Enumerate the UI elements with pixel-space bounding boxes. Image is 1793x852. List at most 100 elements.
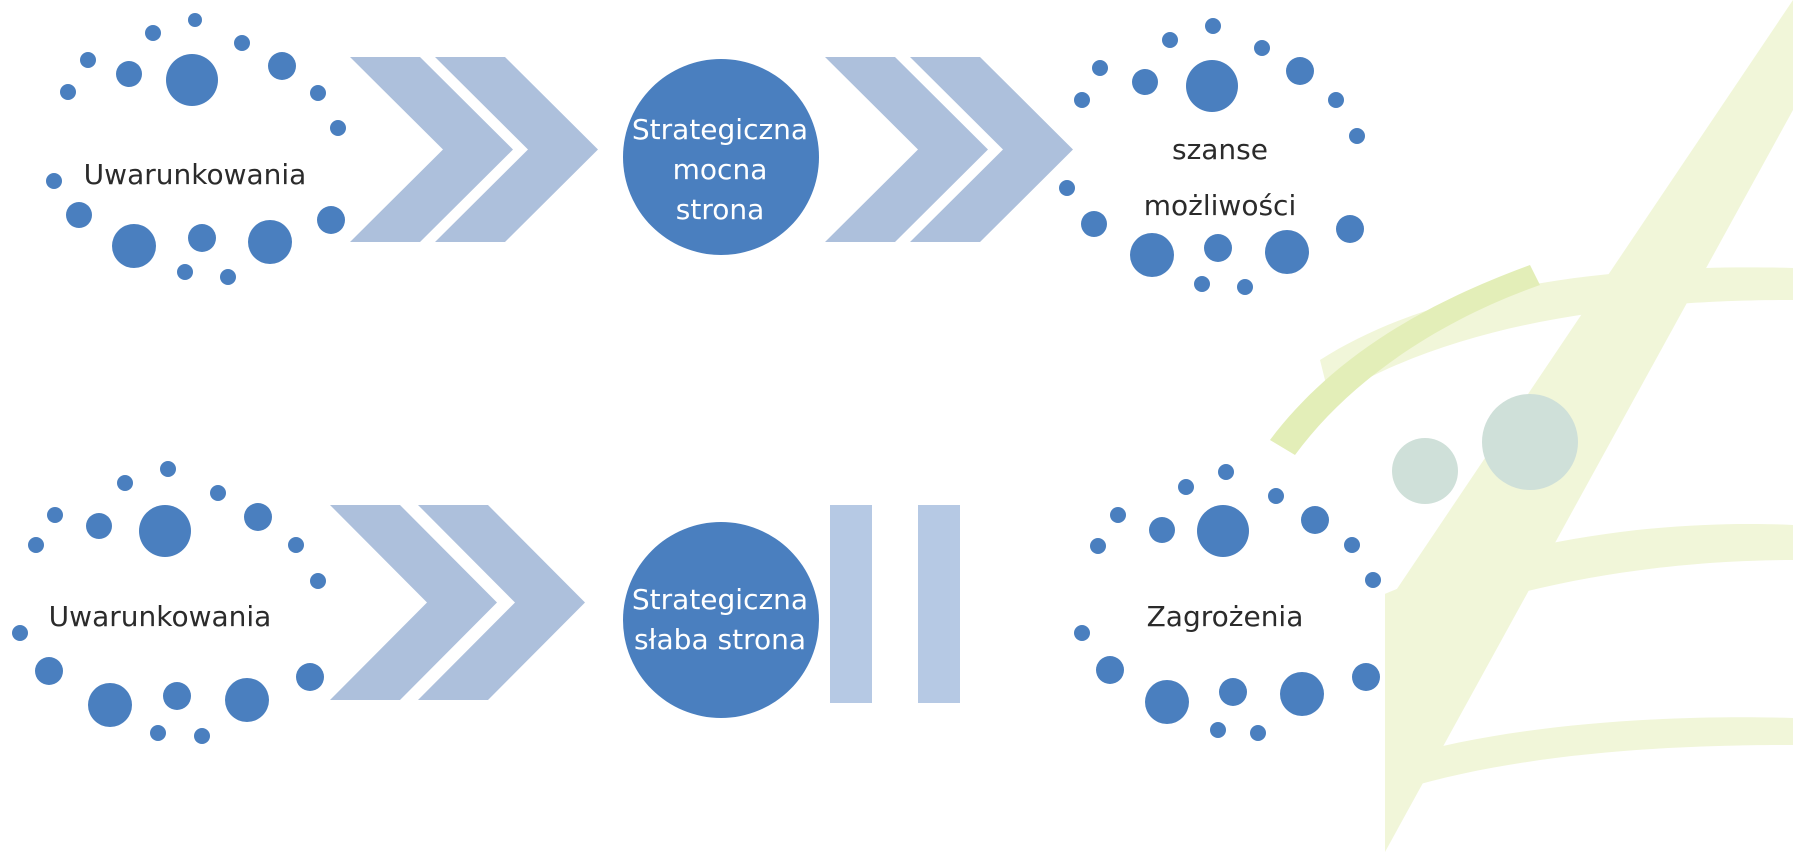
row2-center-line2: słaba strona [633, 623, 807, 656]
row1-center-text: Strategiczna mocna strona [595, 110, 845, 230]
row2-left-dot-7 [28, 537, 44, 553]
row2-right-dot-13 [1145, 680, 1189, 724]
bg-green-arc-mid [1330, 523, 1793, 660]
row2-left-dot-14 [163, 682, 191, 710]
row1-left-dot-16 [177, 264, 193, 280]
row1-left-dot-6 [268, 52, 296, 80]
row1-right-dot-7 [1074, 92, 1090, 108]
row2-right-dot-12 [1352, 663, 1380, 691]
row1-right-dot-2 [1254, 40, 1270, 56]
row1-right-dot-10 [1059, 180, 1075, 196]
row1-left-chevron-2 [435, 57, 598, 242]
row1-right-line2: możliwości [1143, 189, 1297, 222]
row1-right-dot-14 [1204, 234, 1232, 262]
row1-right-dot-16 [1194, 276, 1210, 292]
row1-right-dot-1 [1162, 32, 1178, 48]
row1-right-dot-0 [1205, 18, 1221, 34]
row1-right-dot-5 [1132, 69, 1158, 95]
row2-left-dot-3 [47, 507, 63, 523]
row1-left-chevron-1 [350, 57, 513, 242]
row2-right-dot-11 [1096, 656, 1124, 684]
row1-center-line2: mocna [672, 153, 768, 186]
row2-center-text: Strategiczna słaba strona [595, 580, 845, 660]
row1-left-dot-0 [188, 13, 202, 27]
row1-left-dot-15 [248, 220, 292, 264]
row2-right-dot-1 [1178, 479, 1194, 495]
row2-left-label: Uwarunkowania [48, 600, 272, 633]
row2-left-dot-13 [88, 683, 132, 727]
row2-center-line1: Strategiczna [631, 583, 809, 616]
row1-left-dot-14 [188, 224, 216, 252]
row1-center-line1: Strategiczna [631, 113, 809, 146]
row1-right-dot-15 [1265, 230, 1309, 274]
row2-left-dot-15 [225, 678, 269, 722]
row1-right-chevron-1 [825, 57, 988, 242]
row1-left-dot-5 [116, 61, 142, 87]
row2-right-dot-0 [1218, 464, 1234, 480]
row2-left-chevron-2 [418, 505, 585, 700]
bg-green-arc-accent [1270, 265, 1540, 455]
row2-right-dot-9 [1365, 572, 1381, 588]
row1-left-dot-10 [46, 173, 62, 189]
row1-right-line1: szanse [1171, 133, 1268, 166]
row2-right-dot-17 [1250, 725, 1266, 741]
row1-right-dot-12 [1336, 215, 1364, 243]
row2-left-dot-12 [296, 663, 324, 691]
row1-left-dot-1 [145, 25, 161, 41]
row2-right-bar-1 [830, 505, 872, 703]
row2-right-dot-15 [1280, 672, 1324, 716]
row2-right-dot-3 [1110, 507, 1126, 523]
row1-right-dot-9 [1349, 128, 1365, 144]
row1-left-dot-11 [66, 202, 92, 228]
row2-left-dot-4 [139, 505, 191, 557]
background-decoration [1040, 0, 1793, 852]
row2-left-dot-16 [150, 725, 166, 741]
row1-right-text: szanse możliwości [1120, 130, 1320, 226]
row1-left-dot-3 [80, 52, 96, 68]
row2-right-bar-2 [918, 505, 960, 703]
row2-right-label: Zagrożenia [1146, 600, 1304, 633]
connectors [330, 57, 1073, 703]
center-circles [623, 59, 819, 718]
row2-right-dot-14 [1219, 678, 1247, 706]
row1-right-dot-13 [1130, 233, 1174, 277]
row2-left-dot-2 [210, 485, 226, 501]
row2-right-dot-10 [1074, 625, 1090, 641]
bg-circle-large [1482, 394, 1578, 490]
row2-left-dot-10 [12, 625, 28, 641]
row1-left-label: Uwarunkowania [83, 158, 307, 191]
row1-left-dot-9 [330, 120, 346, 136]
row1-center-circle [623, 59, 819, 255]
dot-clusters [12, 13, 1381, 744]
row1-right-chevron-2 [910, 57, 1073, 242]
row1-left-dot-2 [234, 35, 250, 51]
row1-left-dot-13 [112, 224, 156, 268]
row2-center-circle [623, 522, 819, 718]
row2-right-dot-16 [1210, 722, 1226, 738]
row1-left-dot-4 [166, 54, 218, 106]
row2-right-dot-7 [1090, 538, 1106, 554]
row2-right-dot-4 [1197, 505, 1249, 557]
bg-mask-top [1040, 0, 1368, 305]
row1-left-dot-12 [317, 206, 345, 234]
row1-right-dot-3 [1092, 60, 1108, 76]
row1-left-dot-17 [220, 269, 236, 285]
bg-circle-small [1392, 438, 1458, 504]
row2-left-dot-1 [117, 475, 133, 491]
row2-left-dot-17 [194, 728, 210, 744]
bg-green-arc-top [1320, 267, 1793, 400]
row2-right-dot-8 [1344, 537, 1360, 553]
row2-right-dot-6 [1301, 506, 1329, 534]
row2-left-dot-8 [288, 537, 304, 553]
row2-left-dot-5 [86, 513, 112, 539]
row2-right-dot-5 [1149, 517, 1175, 543]
row2-left-chevron-1 [330, 505, 497, 700]
row1-right-dot-6 [1286, 57, 1314, 85]
row1-right-dot-4 [1186, 60, 1238, 112]
row2-left-dot-11 [35, 657, 63, 685]
row1-left-dot-8 [310, 85, 326, 101]
row1-right-dot-17 [1237, 279, 1253, 295]
row1-left-dot-7 [60, 84, 76, 100]
row2-right-dot-2 [1268, 488, 1284, 504]
